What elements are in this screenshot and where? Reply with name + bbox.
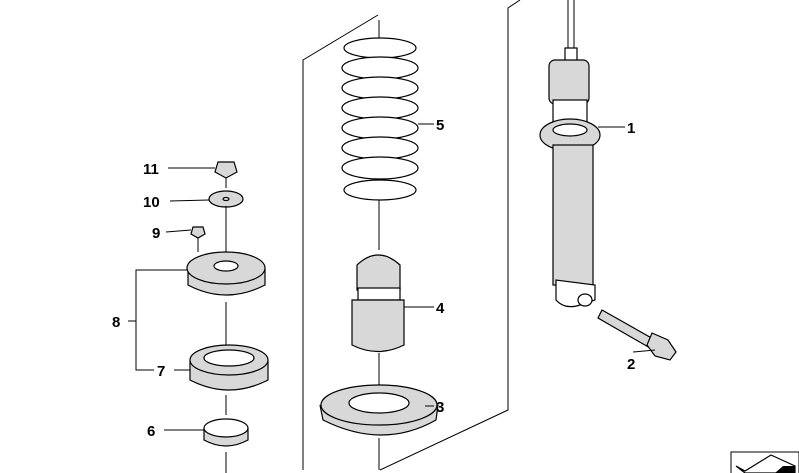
catalog-box-icon	[730, 451, 799, 473]
label-6: 6	[147, 423, 155, 440]
label-8: 8	[112, 314, 120, 331]
bolt	[597, 309, 677, 361]
label-2: 2	[627, 356, 635, 373]
label-9: 9	[152, 225, 160, 242]
label-5: 5	[436, 117, 444, 134]
label-7: 7	[157, 363, 165, 380]
coil-spring	[341, 20, 419, 250]
support-ring	[319, 353, 439, 470]
bump-stop	[351, 254, 405, 353]
label-10: 10	[143, 194, 160, 211]
label-3: 3	[436, 399, 444, 416]
leader-lines	[128, 123, 656, 431]
assembly-frame	[302, 0, 521, 471]
top-mount-stack	[186, 161, 269, 473]
label-4: 4	[436, 300, 445, 317]
shock-absorber	[539, 0, 601, 308]
label-11: 11	[143, 161, 159, 178]
label-1: 1	[627, 120, 635, 137]
